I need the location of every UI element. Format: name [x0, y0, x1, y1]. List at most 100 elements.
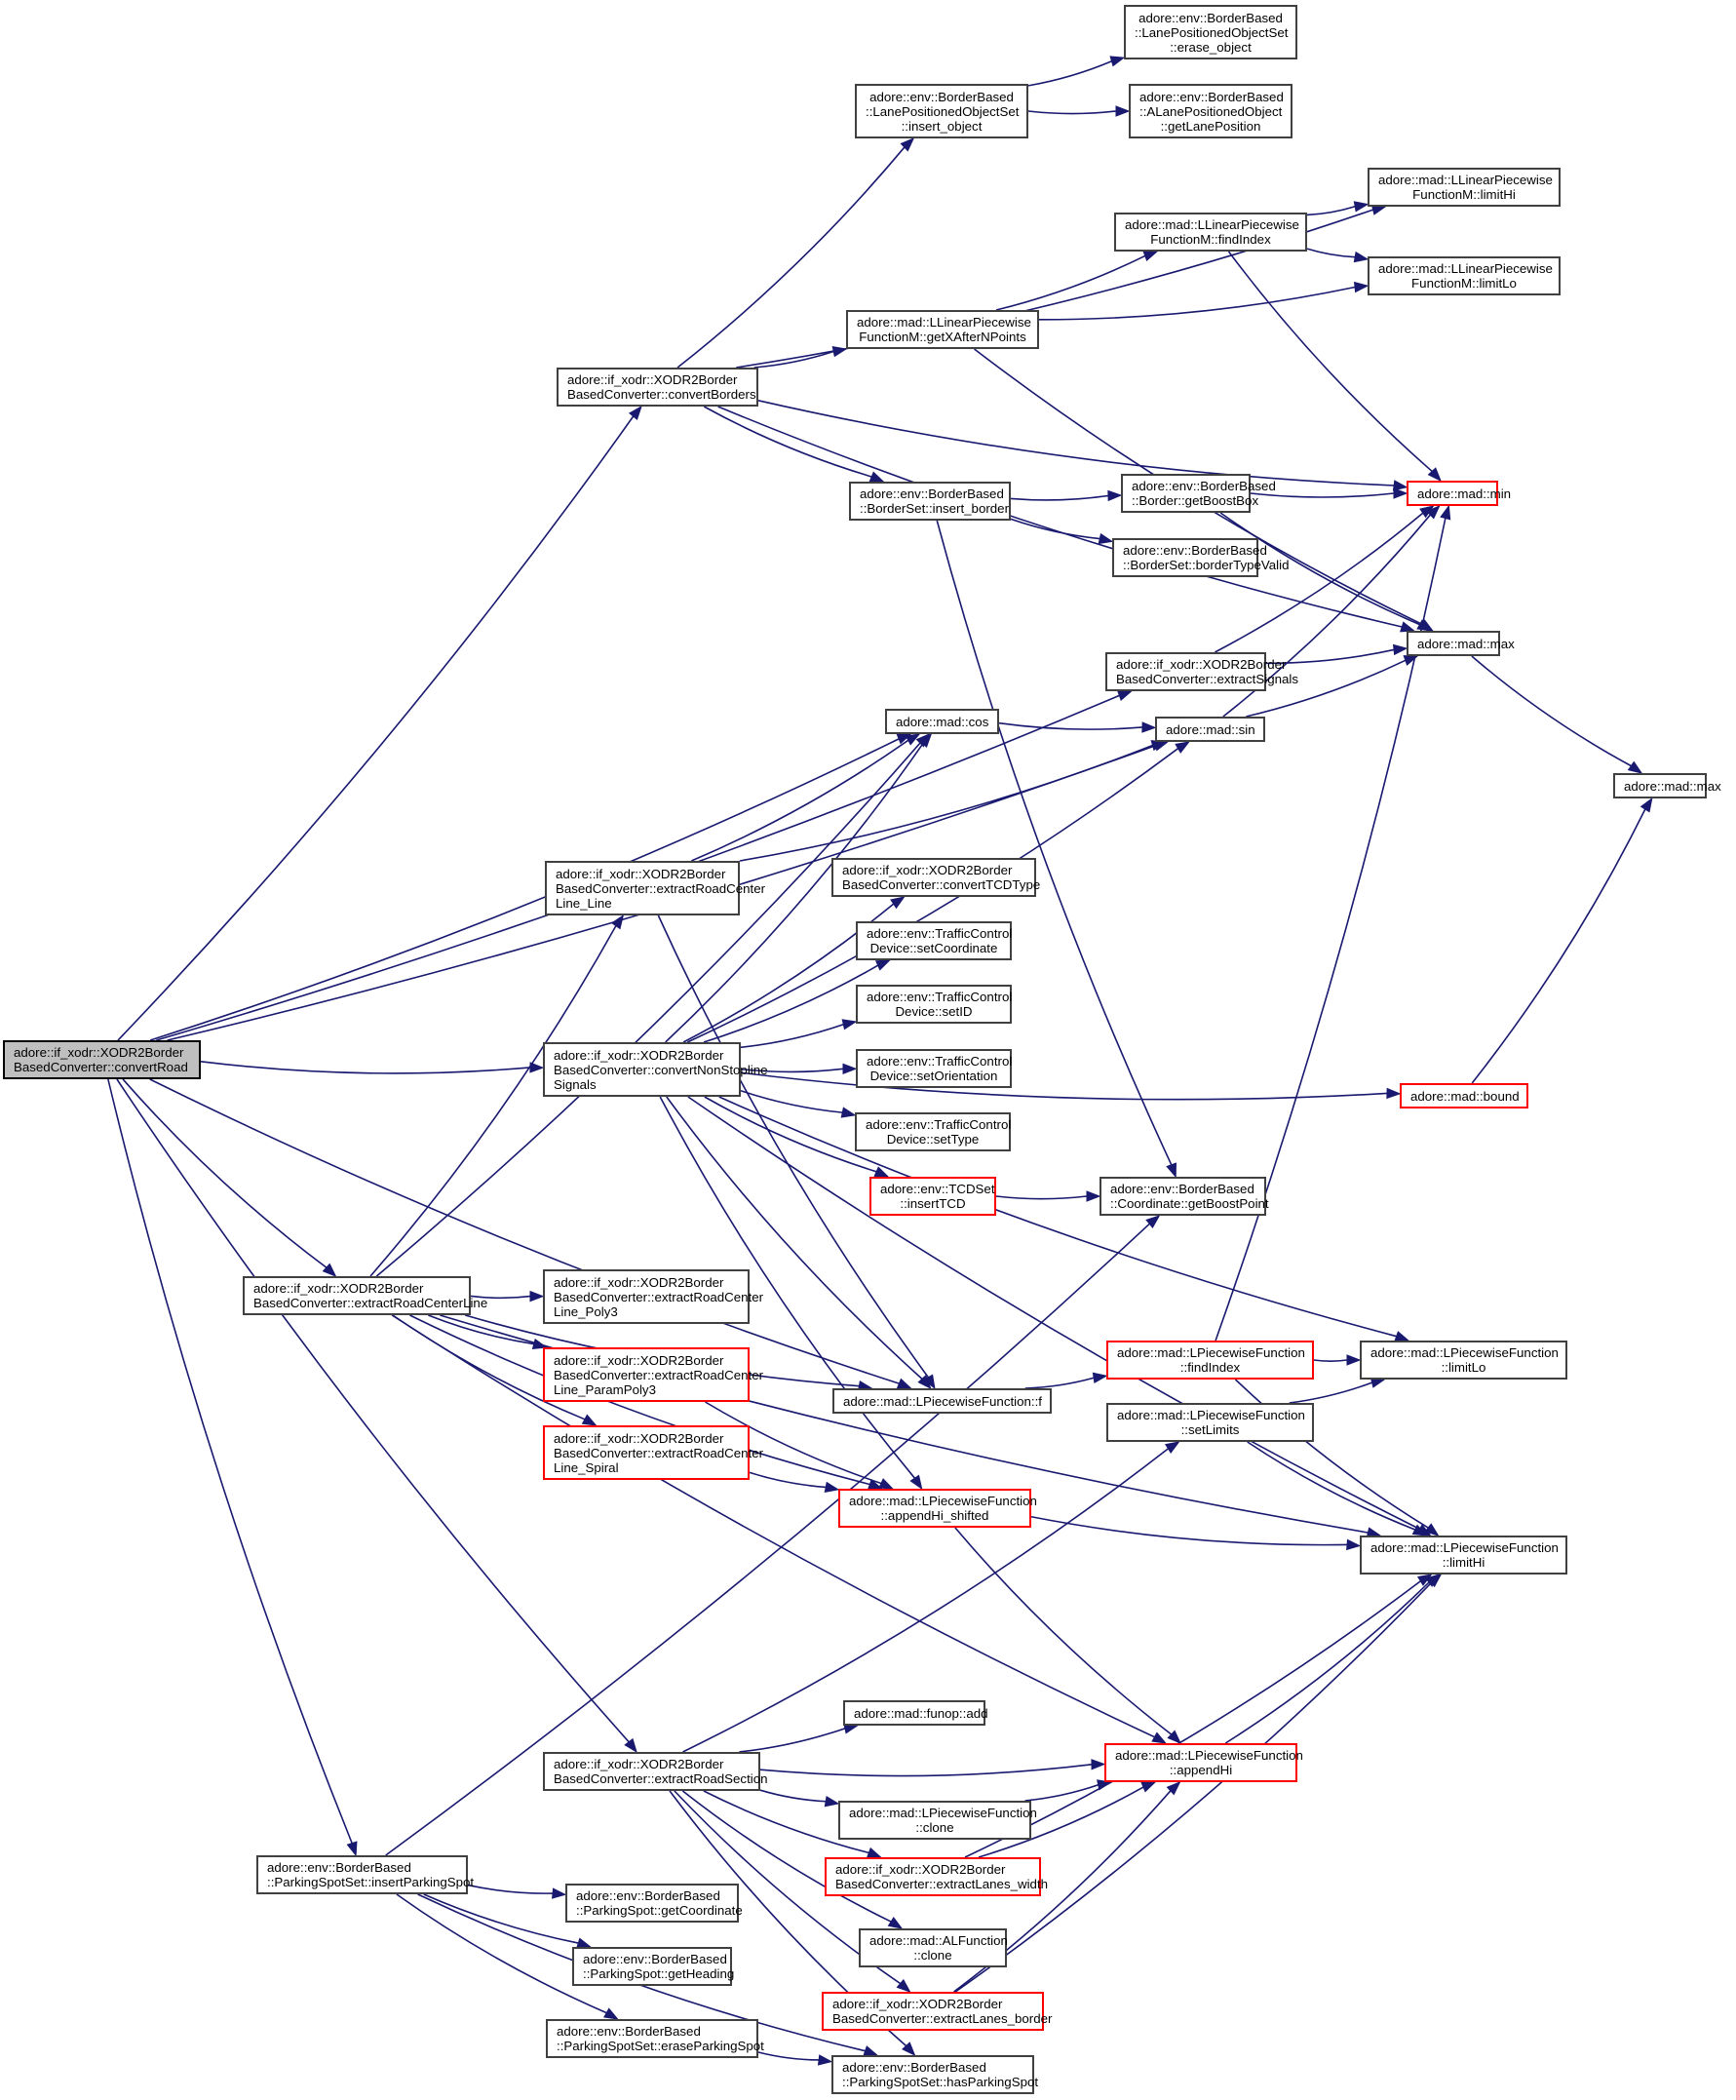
node-cos[interactable]: adore::mad::cos	[885, 709, 999, 734]
node-max-2[interactable]: adore::mad::max	[1613, 773, 1721, 798]
arrowhead-extractRoadSection	[624, 1737, 637, 1754]
node-label-line: Line_Line	[556, 895, 612, 911]
edge-lpf_findIndex-to-lpf_limitHi	[1234, 1379, 1429, 1529]
node-lpf-clone[interactable]: adore::mad::LPiecewiseFunction::clone	[838, 1801, 1037, 1840]
node-set-limits[interactable]: adore::mad::LPiecewiseFunction::setLimit…	[1106, 1403, 1314, 1442]
edge-convertRoad-to-lpf_f	[149, 1078, 900, 1384]
node-alfunction-clone[interactable]: adore::mad::ALFunction::clone	[859, 1928, 1008, 1967]
node-max[interactable]: adore::mad::max	[1407, 631, 1515, 656]
arrowhead-hasParkingSpot	[902, 2042, 916, 2057]
node-insert-border[interactable]: adore::env::BorderBased::BorderSet::inse…	[849, 482, 1011, 521]
edge-extractRoadCenterLine-to-cos	[375, 742, 921, 1277]
node-label-line: adore::env::TCDSet	[880, 1182, 995, 1196]
edge-convertNonStopline-to-setType	[740, 1090, 843, 1113]
node-erase-object[interactable]: adore::env::BorderBased::LanePositionedO…	[1124, 5, 1297, 59]
edge-ercl_Spiral-to-appendHi_shifted	[749, 1471, 827, 1489]
edge-convertBorders-to-getXAfterNPoints	[753, 350, 834, 369]
node-label-line: FunctionM::findIndex	[1150, 232, 1271, 247]
node-label-line: adore::env::BorderBased	[842, 2060, 986, 2075]
node-sin[interactable]: adore::mad::sin	[1155, 717, 1265, 742]
node-border-type-valid[interactable]: adore::env::BorderBased::BorderSet::bord…	[1112, 538, 1290, 577]
node-label-line: BasedConverter::extractRoadSection	[554, 1771, 768, 1786]
arrowhead-lpf_clone	[824, 1796, 840, 1808]
node-label-line: adore::mad::LLinearPiecewise	[1378, 173, 1553, 187]
node-min[interactable]: adore::mad::min	[1407, 481, 1511, 506]
node-append-hi-shifted[interactable]: adore::mad::LPiecewiseFunction::appendHi…	[838, 1489, 1037, 1528]
edge-extractLanes_width-to-appendHi	[978, 1786, 1144, 1858]
edge-cos-to-sin	[998, 721, 1143, 730]
node-label-line: adore::mad::cos	[896, 714, 989, 729]
arrowhead-cos	[905, 733, 921, 746]
arrowhead-min	[1440, 504, 1451, 521]
edge-getBoostBox-to-min	[1250, 492, 1395, 498]
node-parking-spot-get-heading[interactable]: adore::env::BorderBased::ParkingSpot::ge…	[572, 1947, 734, 1986]
edge-ercl_Line-to-sin	[739, 744, 1153, 862]
arrowhead-ercl_Poly3	[529, 1290, 545, 1303]
edge-getXAfterNPoints-to-llpf_findIndex	[995, 254, 1146, 311]
node-get-boost-box[interactable]: adore::env::BorderBased::Border::getBoos…	[1121, 474, 1276, 513]
node-label-line: adore::if_xodr::XODR2Border	[554, 1430, 724, 1446]
node-erase-parking-spot[interactable]: adore::env::BorderBased::ParkingSpotSet:…	[546, 2019, 764, 2058]
node-label-line: adore::mad::LPiecewiseFunction	[1115, 1748, 1303, 1763]
node-label-line: adore::if_xodr::XODR2Border	[835, 1862, 1006, 1877]
arrowhead-getBoostPoint	[1145, 1215, 1161, 1229]
node-insert-object[interactable]: adore::env::BorderBased::LanePositionedO…	[855, 84, 1028, 138]
arrowhead-extractRoadCenterLine	[322, 1263, 337, 1277]
node-get-lane-position[interactable]: adore::env::BorderBased::ALanePositioned…	[1129, 84, 1292, 138]
node-append-hi[interactable]: adore::mad::LPiecewiseFunction::appendHi	[1104, 1743, 1303, 1782]
node-label-line: adore::mad::funop::add	[854, 1705, 988, 1721]
edge-convertNonStopline-to-cos	[665, 743, 924, 1043]
node-label-line: adore::env::BorderBased	[576, 1888, 720, 1903]
node-insert-tcd[interactable]: adore::env::TCDSet::insertTCD	[869, 1177, 996, 1216]
node-funop-add[interactable]: adore::mad::funop::add	[843, 1700, 988, 1726]
node-label-line: ::clone	[913, 1948, 952, 1963]
node-insert-parking-spot[interactable]: adore::env::BorderBased::ParkingSpotSet:…	[256, 1855, 474, 1894]
arrowhead-llpf_limitLo	[1353, 281, 1370, 293]
node-label-line: adore::if_xodr::XODR2Border	[842, 863, 1013, 877]
node-lpf-find-index[interactable]: adore::mad::LPiecewiseFunction::findInde…	[1106, 1341, 1314, 1380]
node-label-line: ::erase_object	[1170, 39, 1252, 55]
node-label-line: BasedConverter::extractRoadCenterLine	[253, 1296, 488, 1310]
edge-convertBorders-to-insert_object	[676, 146, 906, 369]
node-label-line: Device::setType	[886, 1132, 980, 1147]
edge-convertBorders-to-insert_border	[703, 406, 872, 478]
node-lpf-limit-hi[interactable]: adore::mad::LPiecewiseFunction::limitHi	[1360, 1536, 1567, 1575]
node-parking-spot-get-coordinate[interactable]: adore::env::BorderBased::ParkingSpot::ge…	[565, 1884, 743, 1923]
edge-extractRoadSection-to-extractLanes_width	[703, 1790, 869, 1854]
edge-insert_object-to-erase_object	[1027, 60, 1112, 87]
node-lpf-f[interactable]: adore::mad::LPiecewiseFunction::f	[832, 1388, 1052, 1414]
node-label-line: adore::if_xodr::XODR2Border	[832, 1997, 1003, 2011]
node-lpf-limit-lo[interactable]: adore::mad::LPiecewiseFunction::limitLo	[1360, 1341, 1567, 1380]
edge-convertRoad-to-extractRoadCenterLine	[122, 1078, 328, 1268]
node-get-boost-point[interactable]: adore::env::BorderBased::Coordinate::get…	[1099, 1177, 1269, 1216]
edge-ercl_Line-to-cos	[691, 739, 909, 862]
node-label-line: ::LanePositionedObjectSet	[1135, 24, 1289, 40]
edge-convertNonStopline-to-setID	[740, 1023, 844, 1049]
arrowhead-bound	[1386, 1087, 1402, 1100]
node-bound[interactable]: adore::mad::bound	[1400, 1083, 1528, 1108]
edge-sin-to-min	[1222, 514, 1431, 718]
node-has-parking-spot[interactable]: adore::env::BorderBased::ParkingSpotSet:…	[831, 2055, 1038, 2094]
node-label-line: adore::env::TrafficControl	[866, 1117, 1012, 1132]
